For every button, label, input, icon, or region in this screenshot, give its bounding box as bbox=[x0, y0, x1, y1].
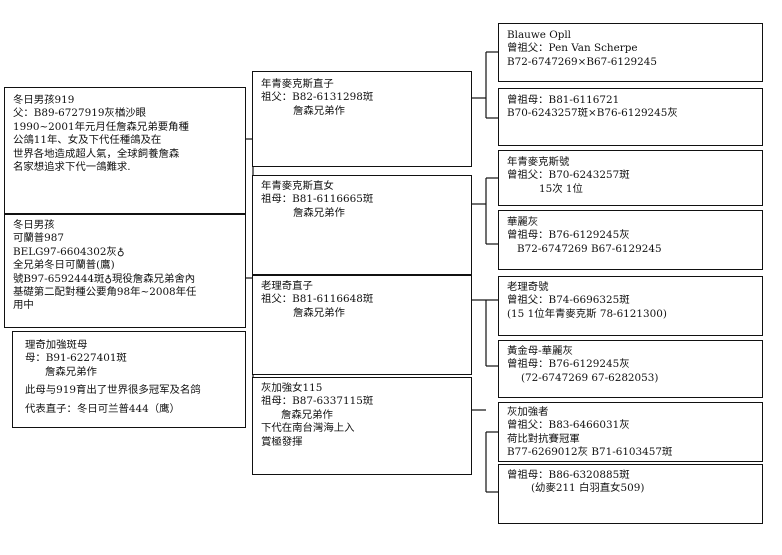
great-grandparent-2-ring: 曾祖母：B81-6116721 bbox=[507, 94, 620, 106]
dam-ring: BELG97-6604302灰♁ bbox=[13, 245, 125, 258]
sire-name: 冬日男孩919 bbox=[13, 94, 75, 106]
grandparent-4-note-2: 賞極發揮 bbox=[261, 435, 303, 448]
sire-box: 冬日男孩919 父：B89-6727919灰楢沙眼 1990~2001年元月任詹… bbox=[4, 87, 246, 214]
great-grandparent-7-parents: B77-6269012灰 B71-6103457斑 bbox=[507, 446, 673, 459]
great-grandparent-7-ring: 曾祖父：B83-6466031灰 bbox=[507, 419, 630, 432]
dam-note-2: 號B97-6592444斑♁現役詹森兄弟舍內 bbox=[13, 272, 196, 285]
grandparent-4-name: 灰加強女115 bbox=[261, 382, 323, 394]
great-grandparent-6-ring: 曾祖母：B76-6129245灰 bbox=[507, 358, 630, 371]
grandparent-3-name: 老理奇直子 bbox=[261, 280, 313, 292]
grandparent-4-note-1: 下代在南台灣海上入 bbox=[261, 422, 355, 435]
great-grandparent-box-6: 黃金母-華麗灰 曾祖母：B76-6129245灰 (72-6747269 67-… bbox=[498, 340, 763, 398]
great-grandparent-box-7: 灰加強者 曾祖父：B83-6466031灰 荷比對抗賽冠軍 B77-626901… bbox=[498, 402, 763, 462]
dam-name: 可蘭普987 bbox=[13, 232, 65, 245]
great-grandparent-6-parents: (72-6747269 67-6282053) bbox=[521, 371, 659, 384]
grandparent-4-ring: 祖母：B87-6337115斑 bbox=[261, 395, 374, 408]
great-grandparent-8-ring: 曾祖母：B86-6320885斑 bbox=[507, 469, 630, 481]
great-grandparent-7-name: 灰加強者 bbox=[507, 406, 549, 418]
grandparent-4-breeder: 詹森兄弟作 bbox=[281, 408, 333, 421]
great-grandparent-box-8: 曾祖母：B86-6320885斑 (幼麥211 白羽直女509) bbox=[498, 464, 763, 524]
dam-note-1: 全兄弟冬日可蘭普(鷹) bbox=[13, 259, 115, 272]
dam-note-4: 用中 bbox=[13, 299, 34, 312]
grandparent-box-3: 老理奇直子 祖父：B81-6116648斑 詹森兄弟作 bbox=[252, 275, 472, 375]
great-grandparent-4-ring: 曾祖母：B76-6129245灰 bbox=[507, 229, 630, 242]
third-note-1: 此母与919育出了世界很多冠军及名鸽 bbox=[25, 384, 201, 397]
sire-note-4: 名家想追求下代一鴿難求. bbox=[13, 161, 131, 174]
great-grandparent-7-award: 荷比對抗賽冠軍 bbox=[507, 432, 580, 445]
third-name: 理奇加強斑母 bbox=[25, 339, 88, 351]
great-grandparent-4-parents: B72-6747269 B67-6129245 bbox=[517, 242, 662, 255]
dam-box: 冬日男孩 可蘭普987 BELG97-6604302灰♁ 全兄弟冬日可蘭普(鷹)… bbox=[4, 214, 246, 328]
sire-note-1: 1990~2001年元月任詹森兄弟要角種 bbox=[13, 120, 189, 133]
great-grandparent-box-5: 老理奇號 曾祖父：B74-6696325斑 (15 1位年青麥克斯 78-612… bbox=[498, 276, 763, 336]
grandparent-2-breeder: 詹森兄弟作 bbox=[293, 206, 345, 219]
great-grandparent-box-3: 年青麥克斯號 曾祖父：B70-6243257斑 15次 1位 bbox=[498, 150, 763, 206]
great-grandparent-5-ring: 曾祖父：B74-6696325斑 bbox=[507, 294, 630, 307]
great-grandparent-3-result: 15次 1位 bbox=[539, 182, 583, 195]
sire-note-3: 世界各地造成超人氣，全球飼養詹森 bbox=[13, 147, 180, 160]
dam-line-1: 冬日男孩 bbox=[13, 219, 55, 231]
dam-note-3: 基礎第二配對種公要角98年~2008年任 bbox=[13, 286, 197, 299]
great-grandparent-5-name: 老理奇號 bbox=[507, 281, 549, 293]
grandparent-3-breeder: 詹森兄弟作 bbox=[293, 306, 345, 319]
grandparent-1-name: 年青麥克斯直子 bbox=[261, 78, 334, 90]
sire-note-2: 公鴿11年、女及下代任種鴿及在 bbox=[13, 134, 162, 147]
great-grandparent-4-name: 華麗灰 bbox=[507, 216, 539, 228]
sire-father: 父：B89-6727919灰楢沙眼 bbox=[13, 107, 146, 120]
great-grandparent-1-ring: 曾祖父：Pen Van Scherpe bbox=[507, 42, 638, 55]
third-box: 理奇加強斑母 母：B91-6227401斑 詹森兄弟作 此母与919育出了世界很… bbox=[12, 331, 246, 428]
grandparent-box-1: 年青麥克斯直子 祖父：B82-6131298斑 詹森兄弟作 bbox=[252, 71, 472, 167]
great-grandparent-2-parents: B70-6243257斑×B76-6129245灰 bbox=[507, 107, 678, 120]
grandparent-box-4: 灰加強女115 祖母：B87-6337115斑 詹森兄弟作 下代在南台灣海上入 … bbox=[252, 377, 472, 475]
great-grandparent-box-2: 曾祖母：B81-6116721 B70-6243257斑×B76-6129245… bbox=[498, 88, 763, 146]
great-grandparent-8-parents: (幼麥211 白羽直女509) bbox=[531, 482, 645, 495]
great-grandparent-box-1: Blauwe Opll 曾祖父：Pen Van Scherpe B72-6747… bbox=[498, 23, 763, 82]
great-grandparent-5-result: (15 1位年青麥克斯 78-6121300) bbox=[507, 307, 667, 320]
great-grandparent-box-4: 華麗灰 曾祖母：B76-6129245灰 B72-6747269 B67-612… bbox=[498, 210, 763, 270]
third-note-2: 代表直子：冬日可兰普444（鹰） bbox=[25, 402, 180, 415]
third-breeder: 詹森兄弟作 bbox=[45, 365, 97, 378]
grandparent-1-breeder: 詹森兄弟作 bbox=[293, 104, 345, 117]
great-grandparent-3-name: 年青麥克斯號 bbox=[507, 156, 570, 168]
great-grandparent-1-name: Blauwe Opll bbox=[507, 29, 572, 41]
great-grandparent-3-ring: 曾祖父：B70-6243257斑 bbox=[507, 169, 630, 182]
grandparent-2-name: 年青麥克斯直女 bbox=[261, 180, 334, 192]
grandparent-box-2: 年青麥克斯直女 祖母：B81-6116665斑 詹森兄弟作 bbox=[252, 175, 472, 275]
grandparent-2-ring: 祖母：B81-6116665斑 bbox=[261, 193, 374, 206]
great-grandparent-6-name: 黃金母-華麗灰 bbox=[507, 345, 573, 357]
grandparent-1-ring: 祖父：B82-6131298斑 bbox=[261, 91, 374, 104]
third-mother: 母：B91-6227401斑 bbox=[25, 352, 127, 365]
great-grandparent-1-parents: B72-6747269×B67-6129245 bbox=[507, 55, 657, 68]
grandparent-3-ring: 祖父：B81-6116648斑 bbox=[261, 293, 374, 306]
